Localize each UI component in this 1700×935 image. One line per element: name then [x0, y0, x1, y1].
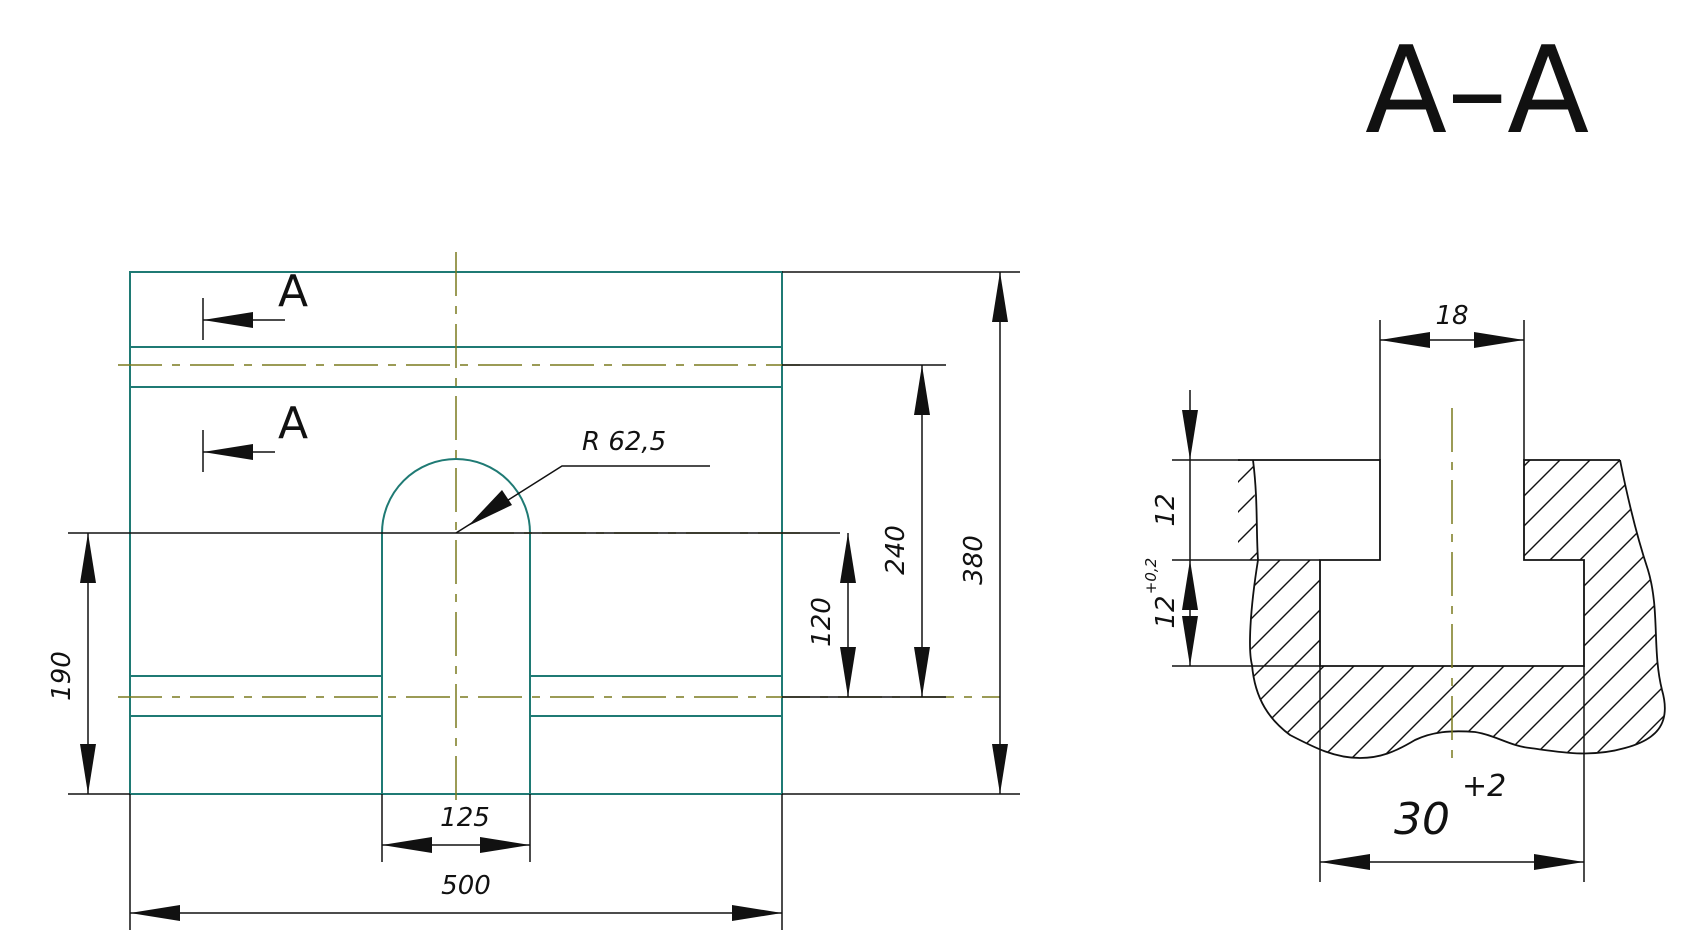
dim-label-18: 18	[1435, 301, 1468, 331]
dim-label-radius: R 62,5	[582, 427, 666, 457]
hatch-line	[1238, 460, 1381, 758]
hatch-line	[1269, 460, 1591, 758]
hatch-line	[700, 460, 1020, 780]
arrowhead	[732, 905, 782, 921]
arrowhead	[992, 272, 1008, 322]
hatch-line	[1509, 460, 1665, 758]
hatch-line	[910, 460, 1230, 780]
dim-label-125: 125	[440, 803, 490, 833]
slot-outline	[381, 458, 531, 794]
cut-label: A	[278, 266, 308, 317]
hatch-line	[1238, 460, 1291, 758]
arrowhead	[1474, 332, 1524, 348]
dim-label-190: 190	[47, 651, 77, 701]
plan-view: 380 240 120 190 125 500 R 62,5	[47, 252, 1020, 930]
section-view: A–A 18 12 12 +0,2 30	[700, 22, 1666, 882]
arrowhead	[203, 312, 253, 328]
dim-label-30: 30	[1394, 794, 1450, 845]
hatch-line	[1238, 460, 1471, 758]
hatch-line	[1599, 460, 1665, 758]
cut-label: A	[278, 398, 308, 449]
arrowhead	[468, 490, 512, 526]
dim-label-500: 500	[441, 871, 491, 901]
arrowhead	[1320, 854, 1370, 870]
arrowhead	[992, 744, 1008, 794]
dim-label-120: 120	[807, 597, 837, 647]
hatch-line	[1539, 460, 1665, 758]
dim-label-12-tol: 12	[1151, 595, 1181, 628]
arrowhead	[480, 837, 530, 853]
arrowhead	[203, 444, 253, 460]
section-title: A–A	[1365, 22, 1589, 161]
arrowhead	[382, 837, 432, 853]
hatch-line	[820, 460, 1140, 780]
arrowhead	[1182, 616, 1198, 666]
hatch-line	[730, 460, 1050, 780]
arrowhead	[840, 647, 856, 697]
hatch-line	[1238, 460, 1261, 758]
arrowhead	[80, 533, 96, 583]
dim-label-240: 240	[881, 525, 911, 575]
hatch-line	[1659, 460, 1665, 758]
arrowhead	[1534, 854, 1584, 870]
arrowhead	[914, 647, 930, 697]
arrowhead	[1380, 332, 1430, 348]
hatch-line	[1569, 460, 1665, 758]
arrowhead	[914, 365, 930, 415]
hatch-line	[1359, 460, 1665, 758]
hatch-line	[1329, 460, 1651, 758]
section-hatching	[700, 460, 1665, 780]
arrowhead	[840, 533, 856, 583]
break-outline	[1249, 459, 1666, 759]
hatch-line	[1449, 460, 1665, 758]
hatch-line	[1479, 460, 1665, 758]
dim-label-380: 380	[959, 535, 989, 585]
dim-tolerance-12: +0,2	[1142, 558, 1160, 594]
hatch-line	[1239, 460, 1561, 758]
arrowhead	[130, 905, 180, 921]
arrowhead	[80, 744, 96, 794]
hatch-line	[790, 460, 1110, 780]
dim-label-12: 12	[1151, 493, 1181, 526]
arrowhead	[1182, 410, 1198, 460]
dim-tolerance-30: +2	[1462, 769, 1506, 804]
hatch-line	[850, 460, 1170, 780]
hatch-line	[1238, 460, 1531, 758]
hatch-line	[1389, 460, 1665, 758]
